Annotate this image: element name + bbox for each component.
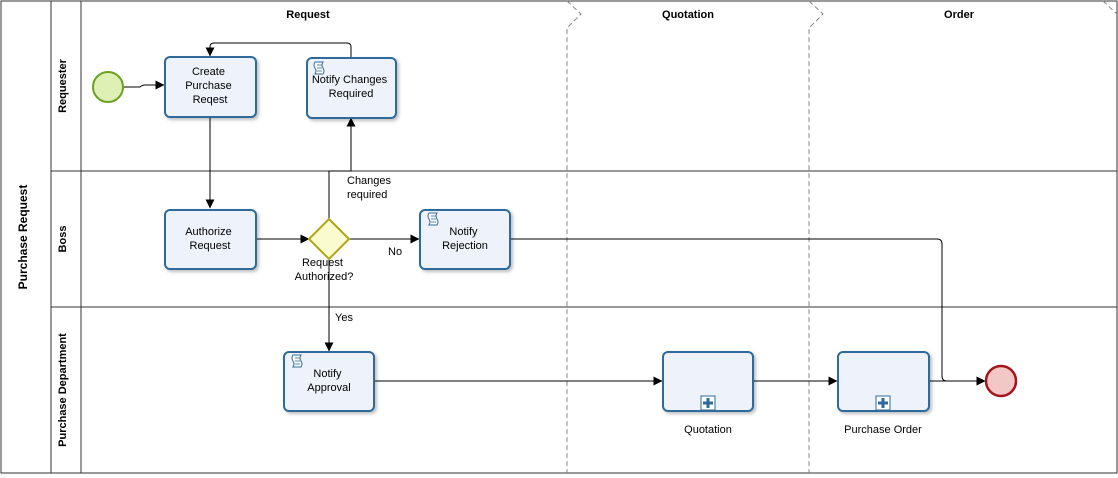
task-label-line: Request xyxy=(190,240,231,252)
sequence-flows xyxy=(124,42,986,386)
gateway-label-line: Request xyxy=(302,257,343,269)
flow-label-changes-required: Changes required xyxy=(347,175,394,201)
lane-label-purchase-department: Purchase Department xyxy=(57,333,69,447)
task-label-line: Notify xyxy=(449,226,478,238)
gateway-request-authorized[interactable] xyxy=(307,217,351,261)
subprocess-label-purchase-order: Purchase Order xyxy=(844,424,922,436)
phase-separators xyxy=(566,0,1118,473)
task-label-line: Notify Changes xyxy=(312,74,388,86)
lane-labels: Requester Boss Purchase Department xyxy=(57,58,69,446)
phase-label-order: Order xyxy=(944,9,975,21)
task-label-line: Create xyxy=(192,66,225,78)
phase-labels: Request Quotation Order xyxy=(286,9,974,21)
flow-gateway-to-notify-changes xyxy=(328,117,356,219)
flow-label-line: required xyxy=(347,189,387,201)
svg-text:Notify Rejection: Notify Rejection xyxy=(442,226,488,252)
svg-text:Authorize Request: Authorize Request xyxy=(185,226,235,252)
flow-label-no: No xyxy=(388,246,402,258)
task-notify-rejection[interactable]: Notify Rejection xyxy=(419,209,511,270)
task-label-line: Rejection xyxy=(442,240,488,252)
task-label-line: Authorize xyxy=(185,226,231,238)
plus-icon xyxy=(700,395,716,411)
task-create-purchase-request[interactable]: Create Purchase Reqest xyxy=(164,56,257,118)
task-label-line: Purchase xyxy=(185,80,231,92)
script-icon xyxy=(313,61,325,75)
flow-notify-changes-to-create xyxy=(205,42,352,58)
task-authorize-request[interactable]: Authorize Request xyxy=(164,209,257,270)
task-label-line: Required xyxy=(329,88,374,100)
flow-label-yes: Yes xyxy=(335,312,353,324)
task-label-line: Reqest xyxy=(193,94,228,106)
flow-label-line: Changes xyxy=(347,175,392,187)
svg-text:Notify Changes Required: Notify Changes Required xyxy=(312,74,390,100)
gateway-label: Request Authorized? xyxy=(295,257,354,283)
phase-label-quotation: Quotation xyxy=(662,9,714,21)
subprocess-purchase-order[interactable] xyxy=(837,351,930,412)
start-event[interactable] xyxy=(92,71,124,103)
task-label-line: Notify xyxy=(313,368,342,380)
task-notify-changes-required[interactable]: Notify Changes Required xyxy=(306,57,397,119)
gateway-label-line: Authorized? xyxy=(295,271,354,283)
svg-text:Notify Approval: Notify Approval xyxy=(307,368,350,394)
subprocess-quotation[interactable] xyxy=(662,351,754,412)
lane-label-requester: Requester xyxy=(57,58,69,113)
flow-start-to-create xyxy=(124,80,165,90)
end-event[interactable] xyxy=(984,364,1018,398)
lane-label-boss: Boss xyxy=(57,226,69,253)
phase-label-request: Request xyxy=(286,9,330,21)
plus-icon xyxy=(875,395,891,411)
svg-text:Create Purchase Re: Create Purchase Reqest xyxy=(185,66,235,106)
script-icon xyxy=(291,354,303,368)
task-label-line: Approval xyxy=(307,382,350,394)
task-notify-approval[interactable]: Notify Approval xyxy=(283,351,375,412)
subprocess-label-quotation: Quotation xyxy=(684,424,732,436)
script-icon xyxy=(427,212,439,226)
pool-label: Purchase Request xyxy=(16,185,30,290)
flow-notify-rejection-to-end xyxy=(511,238,986,386)
